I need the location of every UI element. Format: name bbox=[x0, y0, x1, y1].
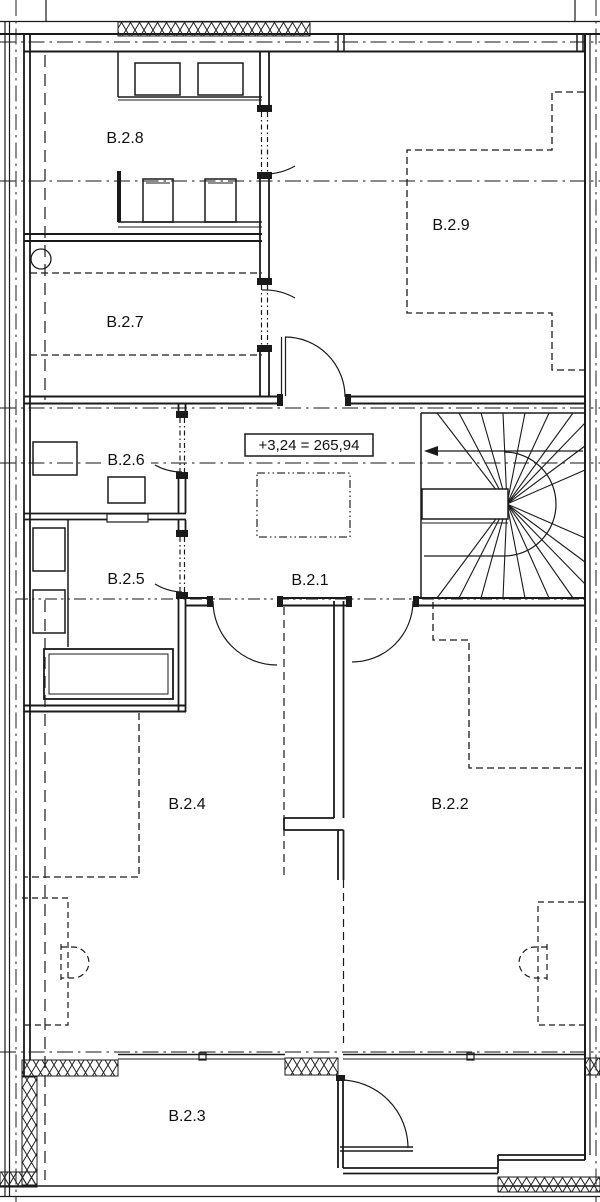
room-b23-and-south-wall bbox=[0, 1052, 600, 1198]
chair-outline bbox=[518, 944, 548, 981]
room-b27-fixtures bbox=[30, 248, 262, 356]
room-label-b21: B.2.1 bbox=[291, 572, 328, 589]
elevation-marker: +3,24 = 265,94 bbox=[244, 433, 374, 457]
room-labels: B.2.1 B.2.2 B.2.3 B.2.4 B.2.5 B.2.6 B.2.… bbox=[101, 130, 470, 1125]
room-label-b29: B.2.9 bbox=[432, 217, 469, 234]
door-b22-arc bbox=[351, 600, 414, 663]
room-b25 bbox=[24, 513, 188, 713]
bathtub bbox=[43, 648, 174, 700]
door-b28 bbox=[260, 112, 296, 175]
partition-b24-b22 bbox=[283, 601, 345, 1043]
door-b29 bbox=[280, 336, 346, 398]
room-label-b24: B.2.4 bbox=[168, 796, 205, 813]
b25-shelf bbox=[106, 513, 149, 523]
door-b24-arc bbox=[212, 600, 278, 666]
room-label-b26: B.2.6 bbox=[107, 452, 144, 469]
window-mullion bbox=[466, 1052, 475, 1061]
desk-outline bbox=[537, 901, 584, 1026]
hallway-north-wall bbox=[24, 336, 585, 406]
desk-outline bbox=[22, 897, 69, 1026]
room-b24-furniture bbox=[22, 713, 140, 1026]
chair-outline bbox=[60, 944, 90, 981]
partition-wall-east bbox=[257, 52, 296, 397]
hallway-south-wall bbox=[186, 596, 585, 666]
stairs bbox=[420, 412, 586, 599]
window-mullion bbox=[198, 1052, 207, 1061]
elevation-label: +3,24 = 265,94 bbox=[259, 437, 360, 454]
door-b25 bbox=[154, 537, 186, 593]
room-label-b22: B.2.2 bbox=[431, 796, 468, 813]
room-label-b27: B.2.7 bbox=[106, 314, 143, 331]
room-label-b25: B.2.5 bbox=[107, 571, 144, 588]
hallway-annotations bbox=[256, 472, 351, 538]
lamp-symbol bbox=[30, 248, 52, 270]
floor-opening-outline bbox=[256, 472, 351, 538]
room-label-b23: B.2.3 bbox=[168, 1108, 205, 1125]
b25-appliance-2 bbox=[32, 589, 66, 634]
b25-appliance-1 bbox=[32, 527, 66, 572]
door-b23 bbox=[339, 1079, 413, 1152]
room-b26 bbox=[24, 404, 188, 521]
b26-fixture bbox=[32, 441, 78, 476]
door-b27 bbox=[260, 285, 296, 345]
b26-fixture-small bbox=[107, 476, 146, 504]
stair-walkline bbox=[424, 451, 557, 557]
room-label-b28: B.2.8 bbox=[106, 130, 143, 147]
door-b26 bbox=[154, 418, 186, 473]
stair-direction-arrow bbox=[424, 446, 583, 456]
room-b22-furniture bbox=[432, 602, 584, 1026]
stair-landing bbox=[421, 488, 509, 520]
room-b28-fixtures bbox=[24, 52, 262, 242]
